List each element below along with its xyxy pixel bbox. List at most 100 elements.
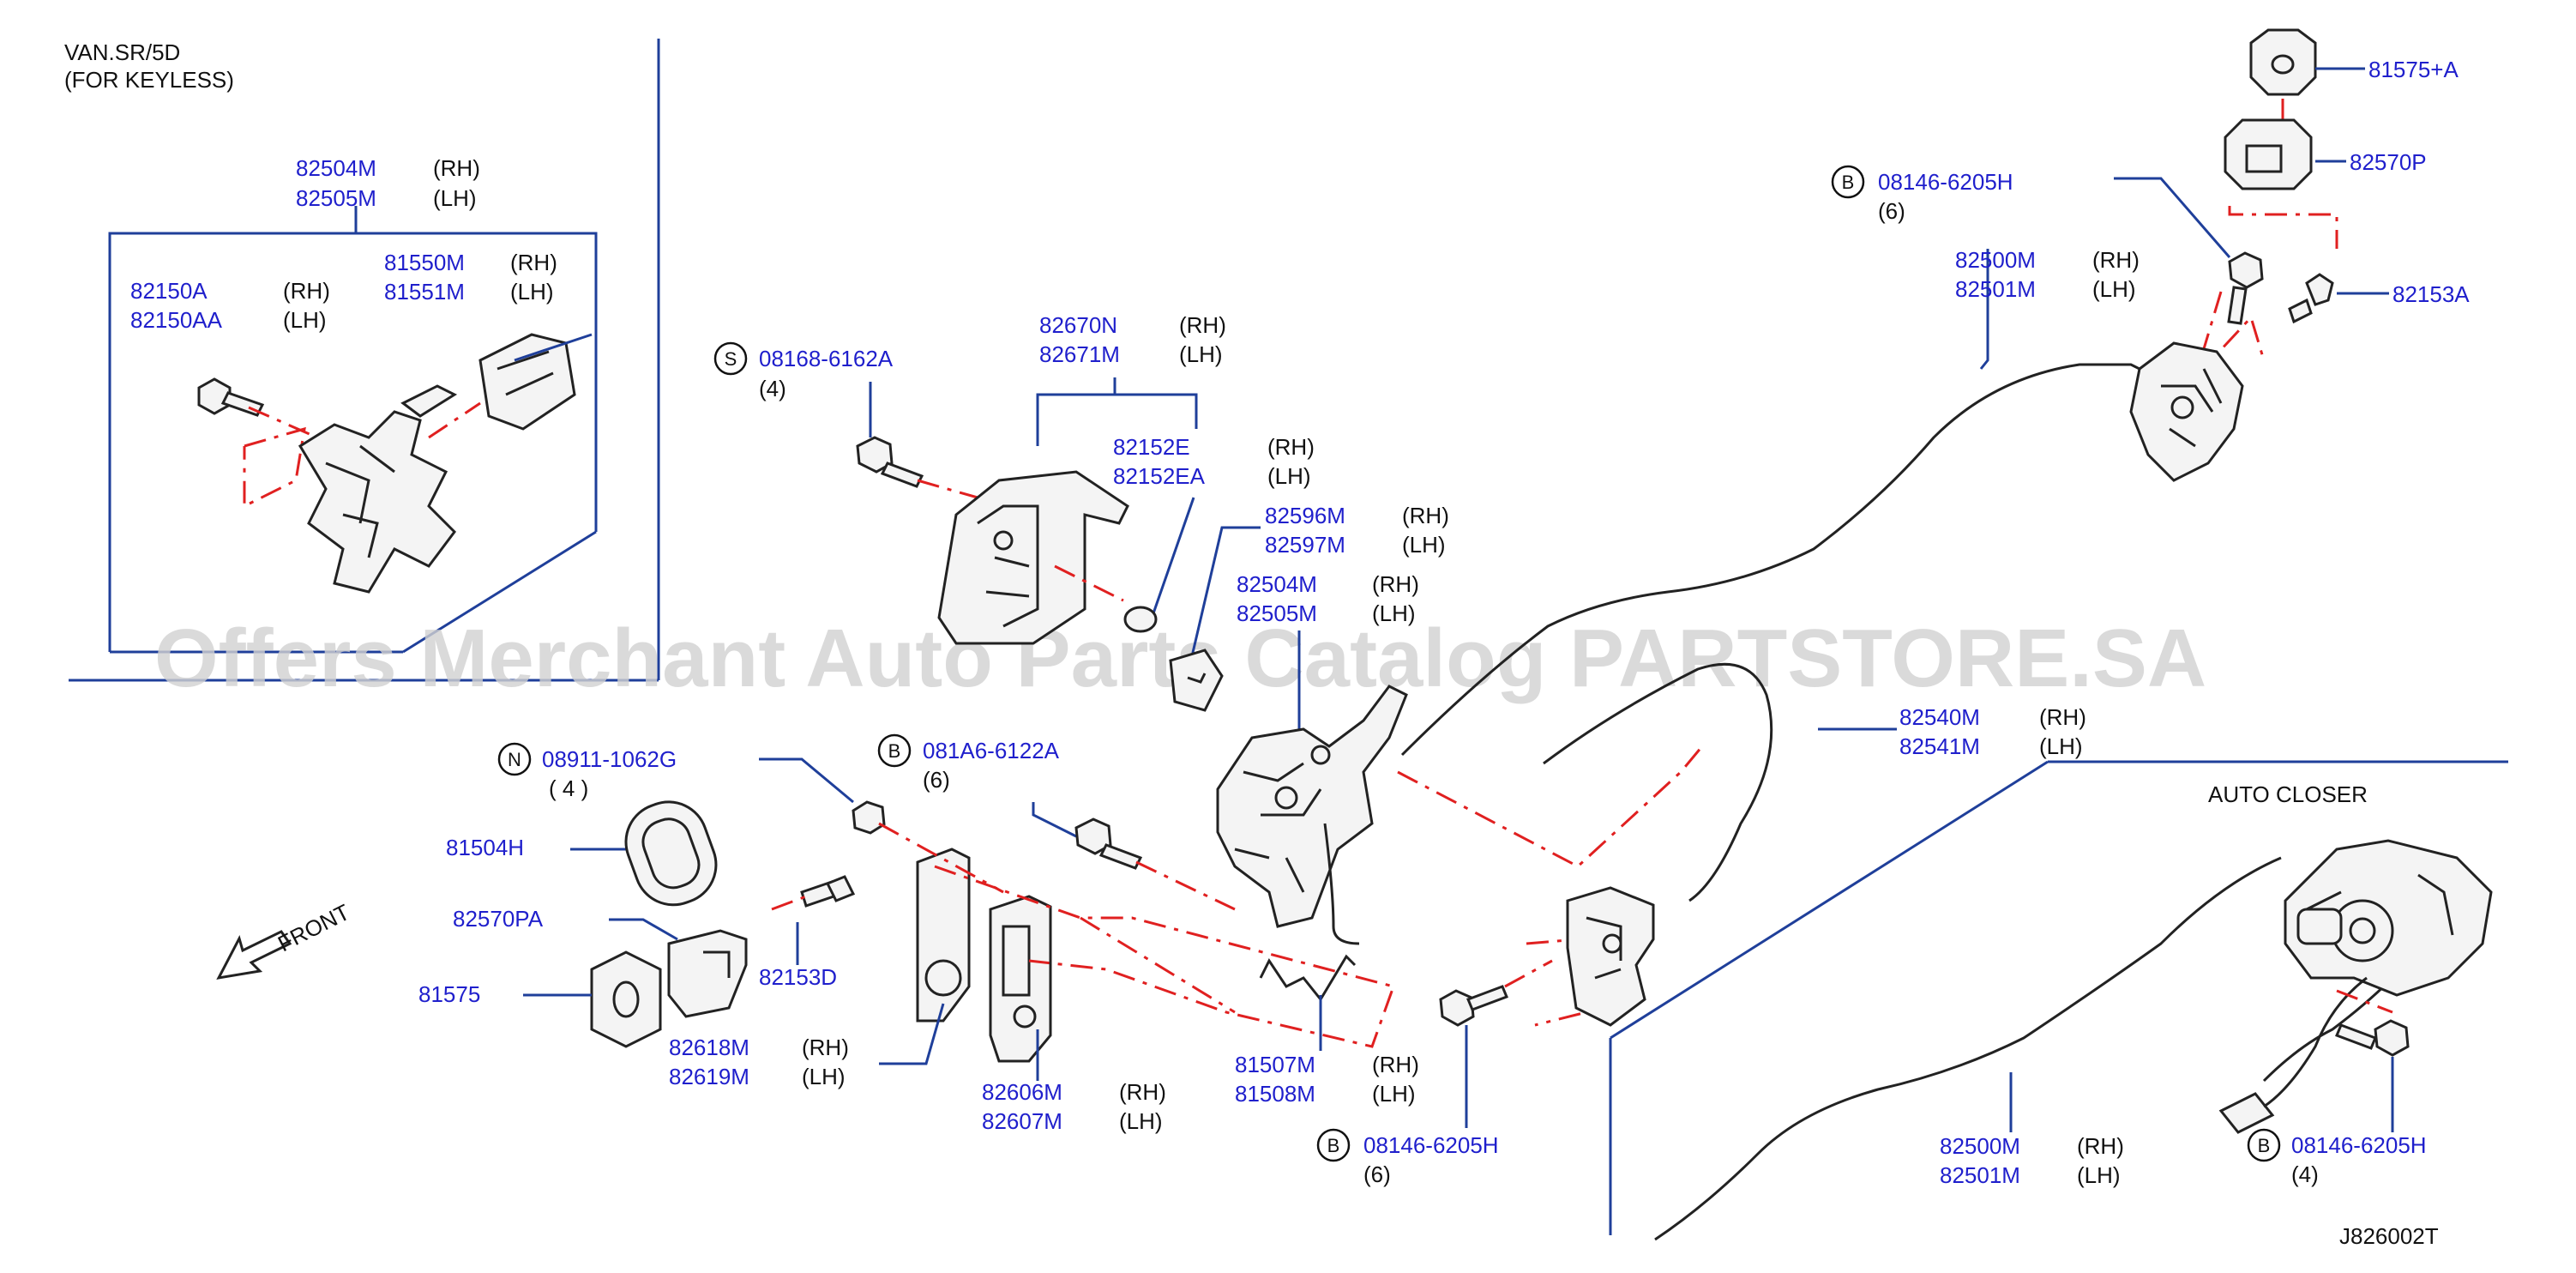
striker-icon [667, 929, 748, 1018]
nut-icon [852, 800, 886, 835]
label-82597m[interactable]: 82597M [1265, 532, 1345, 558]
label-lh: (LH) [2077, 1162, 2121, 1188]
label-08146-6205h-top[interactable]: 08146-6205H [1878, 169, 2013, 195]
lock-rod-spring-icon [1259, 954, 1357, 1002]
label-rh: (RH) [1402, 503, 1449, 528]
label-82504m-inset[interactable]: 82504M [296, 155, 376, 181]
label-82150a[interactable]: 82150A [130, 278, 208, 304]
label-81551m[interactable]: 81551M [384, 279, 465, 305]
label-81575-a[interactable]: 81575+A [2368, 57, 2459, 82]
label-rh: (RH) [283, 278, 330, 304]
label-82570p[interactable]: 82570P [2350, 149, 2427, 175]
bolt-icon [2227, 251, 2264, 325]
label-lh: (LH) [1267, 463, 1311, 489]
qty: (6) [1878, 198, 1905, 224]
label-81508m[interactable]: 81508M [1235, 1081, 1315, 1107]
label-08168-6162a[interactable]: 08168-6162A [759, 346, 894, 371]
auto-closer-title: AUTO CLOSER [2208, 781, 2368, 807]
qty: (6) [1363, 1161, 1391, 1187]
label-rh: (RH) [510, 250, 557, 275]
label-82671m[interactable]: 82671M [1039, 341, 1120, 367]
label-82505m[interactable]: 82505M [1237, 600, 1317, 626]
shim-icon [590, 950, 662, 1048]
label-81575[interactable]: 81575 [418, 981, 480, 1007]
label-82540m[interactable]: 82540M [1899, 704, 1980, 730]
striker-icon [2224, 118, 2313, 190]
label-82619m[interactable]: 82619M [669, 1064, 749, 1089]
label-82152e[interactable]: 82152E [1113, 434, 1190, 460]
variant-title: VAN.SR/5D [64, 39, 180, 65]
label-82504m[interactable]: 82504M [1237, 571, 1317, 597]
label-rh: (RH) [2039, 704, 2086, 730]
label-82153a[interactable]: 82153A [2392, 281, 2470, 307]
label-rh: (RH) [802, 1035, 849, 1060]
qty: (6) [923, 767, 950, 793]
label-08146-6205h-closer[interactable]: 08146-6205H [2291, 1132, 2427, 1158]
label-rh: (RH) [433, 155, 480, 181]
shim-icon [2249, 28, 2317, 96]
variant-subtitle: (FOR KEYLESS) [64, 67, 234, 93]
label-82500m-bottom[interactable]: 82500M [1940, 1133, 2020, 1159]
handle-escutcheon-icon [1169, 649, 1224, 712]
outside-handle-gasket-icon [916, 848, 971, 1023]
label-81507m[interactable]: 81507M [1235, 1052, 1315, 1077]
label-82606m[interactable]: 82606M [982, 1079, 1062, 1105]
label-lh: (LH) [1372, 600, 1416, 626]
label-82501m-bottom[interactable]: 82501M [1940, 1162, 2020, 1188]
bolt-icon [856, 436, 924, 488]
outside-handle-icon [989, 895, 1052, 1063]
frame-lines [69, 39, 2508, 1235]
label-081a6-6122a[interactable]: 081A6-6122A [923, 738, 1060, 763]
label-82500m-top[interactable]: 82500M [1955, 247, 2036, 273]
screw-icon [800, 875, 856, 908]
label-lh: (LH) [1179, 341, 1223, 367]
circle-b: B [1327, 1135, 1340, 1156]
label-rh: (RH) [2092, 247, 2140, 273]
bolt-icon [2335, 1019, 2410, 1057]
label-82505m-inset[interactable]: 82505M [296, 185, 376, 211]
label-lh: (LH) [802, 1064, 846, 1089]
lock-rod-icon [478, 333, 576, 431]
label-rh: (RH) [1372, 1052, 1419, 1077]
circle-b: B [888, 740, 901, 762]
label-rh: (RH) [1179, 312, 1226, 338]
label-lh: (LH) [510, 279, 554, 305]
label-lh: (LH) [1372, 1081, 1416, 1107]
label-lh: (LH) [1402, 532, 1446, 558]
circle-s: S [725, 348, 737, 370]
label-08911-1062g[interactable]: 08911-1062G [542, 746, 677, 772]
label-82618m[interactable]: 82618M [669, 1035, 749, 1060]
label-82152ea[interactable]: 82152EA [1113, 463, 1206, 489]
closer-motor-icon [2284, 839, 2493, 997]
label-08146-6205h-bottom[interactable]: 08146-6205H [1363, 1132, 1499, 1158]
label-82670n[interactable]: 82670N [1039, 312, 1117, 338]
auto-closer-assembly: AUTO CLOSER 82500M (RH) 82501M (LH) B 08… [1940, 781, 2493, 1249]
outside-handle-frame-icon [937, 470, 1129, 645]
label-82607m[interactable]: 82607M [982, 1108, 1062, 1134]
circle-n: N [508, 749, 521, 770]
label-81550m[interactable]: 81550M [384, 250, 465, 275]
label-82501m-top[interactable]: 82501M [1955, 276, 2036, 302]
label-82596m[interactable]: 82596M [1265, 503, 1345, 528]
bolt-icon [1074, 817, 1143, 870]
label-82150aa[interactable]: 82150AA [130, 307, 223, 333]
door-lock-actuator-icon [298, 384, 458, 594]
connector-icon [2218, 1092, 2275, 1134]
circle-b: B [1842, 172, 1855, 193]
keyless-inset: VAN.SR/5D (FOR KEYLESS) 82504M (RH) 8250… [64, 39, 593, 594]
label-rh: (RH) [1119, 1079, 1166, 1105]
screw-icon [2288, 273, 2334, 324]
seal-pad-icon [624, 800, 718, 907]
label-82570pa[interactable]: 82570PA [453, 906, 544, 932]
cables [1400, 249, 2394, 1241]
rear-door-lock-icon [2129, 341, 2244, 482]
diagram-id: J826002T [2339, 1223, 2439, 1249]
label-82153d[interactable]: 82153D [759, 964, 837, 990]
label-81504h[interactable]: 81504H [446, 835, 524, 860]
label-lh: (LH) [1119, 1108, 1163, 1134]
label-rh: (RH) [1372, 571, 1419, 597]
label-82541m[interactable]: 82541M [1899, 733, 1980, 759]
door-lock-assembly-icon [1216, 685, 1408, 928]
qty: ( 4 ) [549, 775, 588, 801]
